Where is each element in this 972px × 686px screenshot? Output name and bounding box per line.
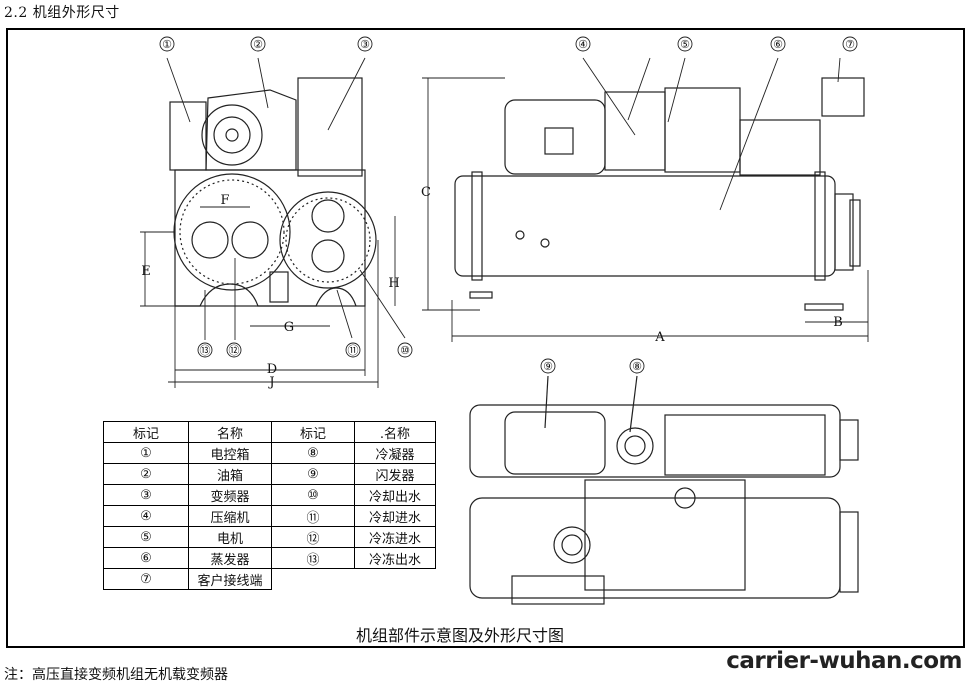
condenser-nozzle xyxy=(616,427,654,465)
table-row: ⑤ 电机 ⑫ 冷冻进水 xyxy=(103,526,436,548)
callout-10: ⑩ xyxy=(400,344,410,357)
front-compressor-housing xyxy=(205,89,297,171)
table-cell: ⑦ xyxy=(103,568,189,590)
side-piping xyxy=(664,87,741,173)
table-cell: ⑫ xyxy=(271,526,355,548)
table-row: ④ 压缩机 ⑪ 冷却进水 xyxy=(103,505,436,527)
table-header: .名称 xyxy=(354,421,436,443)
table-cell: ⑨ xyxy=(271,463,355,485)
dim-label-e: E xyxy=(141,264,151,279)
parts-table: 标记 名称 标记 .名称 ① 电控箱 ⑧ 冷凝器 ② 油箱 ⑨ 闪发器 ③ 变频… xyxy=(103,421,436,590)
section-heading: 2.2 机组外形尺寸 xyxy=(4,5,120,21)
table-cell: 电机 xyxy=(188,526,272,548)
dim-label-g: G xyxy=(284,320,294,335)
callout-4: ④ xyxy=(578,38,588,51)
shell xyxy=(454,175,836,277)
compressor-body xyxy=(504,99,606,175)
table-cell: 冷却出水 xyxy=(354,484,436,506)
dim-label-j: J xyxy=(267,375,274,390)
table-header: 标记 xyxy=(103,421,189,443)
table-cell: 冷却进水 xyxy=(354,505,436,527)
side-dimensions xyxy=(166,57,869,342)
callout-markers xyxy=(159,36,858,374)
table-cell: 变频器 xyxy=(188,484,272,506)
callout-11: ⑪ xyxy=(348,344,359,357)
table-cell: ④ xyxy=(103,505,189,527)
callout-7: ⑦ xyxy=(845,38,855,51)
compressor-end xyxy=(201,104,263,166)
table-cell: 蒸发器 xyxy=(188,547,272,569)
callout-1: ① xyxy=(162,38,172,51)
chilled-in-nozzle xyxy=(231,221,269,259)
front-view xyxy=(169,77,377,307)
table-cell: 冷冻进水 xyxy=(354,526,436,548)
table-cell: ⑩ xyxy=(271,484,355,506)
evaporator-shell xyxy=(469,497,841,599)
control-box xyxy=(169,101,207,171)
dim-label-f: F xyxy=(220,193,229,208)
table-cell: 压缩机 xyxy=(188,505,272,527)
callout-9: ⑨ xyxy=(543,360,553,373)
table-cell: ⑥ xyxy=(103,547,189,569)
terminal-box xyxy=(821,77,865,117)
callout-2: ② xyxy=(253,38,263,51)
table-header: 标记 xyxy=(271,421,355,443)
cooling-in-nozzle xyxy=(311,239,345,273)
table-header-row: 标记 名称 标记 .名称 xyxy=(103,421,436,443)
callout-6: ⑥ xyxy=(773,38,783,51)
table-cell: ⑬ xyxy=(271,547,355,569)
table-cell: 油箱 xyxy=(188,463,272,485)
table-row: ⑥ 蒸发器 ⑬ 冷冻出水 xyxy=(103,547,436,569)
condenser-head xyxy=(279,191,377,289)
table-cell: 闪发器 xyxy=(354,463,436,485)
table-cell: 冷冻出水 xyxy=(354,547,436,569)
figure-frame xyxy=(6,28,965,648)
dim-label-b: B xyxy=(833,315,843,330)
table-cell: ① xyxy=(103,442,189,464)
table-cell: 客户接线端 xyxy=(188,568,272,590)
callout-12: ⑫ xyxy=(229,344,240,357)
footnote: 注：高压直接变频机组无机载变频器 xyxy=(4,667,228,683)
top-view xyxy=(469,375,859,605)
chilled-out-nozzle xyxy=(191,221,229,259)
table-cell-empty xyxy=(355,569,436,590)
callout-3: ③ xyxy=(360,38,370,51)
dim-label-d: D xyxy=(267,362,277,377)
evaporator-head xyxy=(173,173,291,291)
table-row: ① 电控箱 ⑧ 冷凝器 xyxy=(103,442,436,464)
table-cell: ⑪ xyxy=(271,505,355,527)
table-cell: 电控箱 xyxy=(188,442,272,464)
top-compressor xyxy=(584,479,746,591)
brand-watermark: carrier-wuhan.com xyxy=(726,648,962,674)
dim-label-a: A xyxy=(654,330,665,345)
table-row: ⑦ 客户接线端 xyxy=(103,568,436,590)
condenser-shell xyxy=(469,404,841,478)
table-row: ② 油箱 ⑨ 闪发器 xyxy=(103,463,436,485)
dim-label-c: C xyxy=(421,185,431,200)
table-cell: 冷凝器 xyxy=(354,442,436,464)
front-dimensions xyxy=(140,206,406,388)
table-cell: ② xyxy=(103,463,189,485)
callout-13: ⑬ xyxy=(200,344,211,357)
callout-8: ⑧ xyxy=(632,360,642,373)
table-cell: ③ xyxy=(103,484,189,506)
flash-tank xyxy=(504,411,606,475)
table-row: ③ 变频器 ⑩ 冷却出水 xyxy=(103,484,436,506)
table-header: 名称 xyxy=(188,421,272,443)
dim-label-h: H xyxy=(388,276,399,291)
figure-caption: 机组部件示意图及外形尺寸图 xyxy=(356,626,565,645)
inverter-box xyxy=(297,77,363,177)
table-cell: ⑤ xyxy=(103,526,189,548)
table-cell-empty xyxy=(272,569,355,590)
callout-5: ⑤ xyxy=(680,38,690,51)
cooling-out-nozzle xyxy=(311,199,345,233)
table-cell: ⑧ xyxy=(271,442,355,464)
side-view xyxy=(454,77,865,311)
